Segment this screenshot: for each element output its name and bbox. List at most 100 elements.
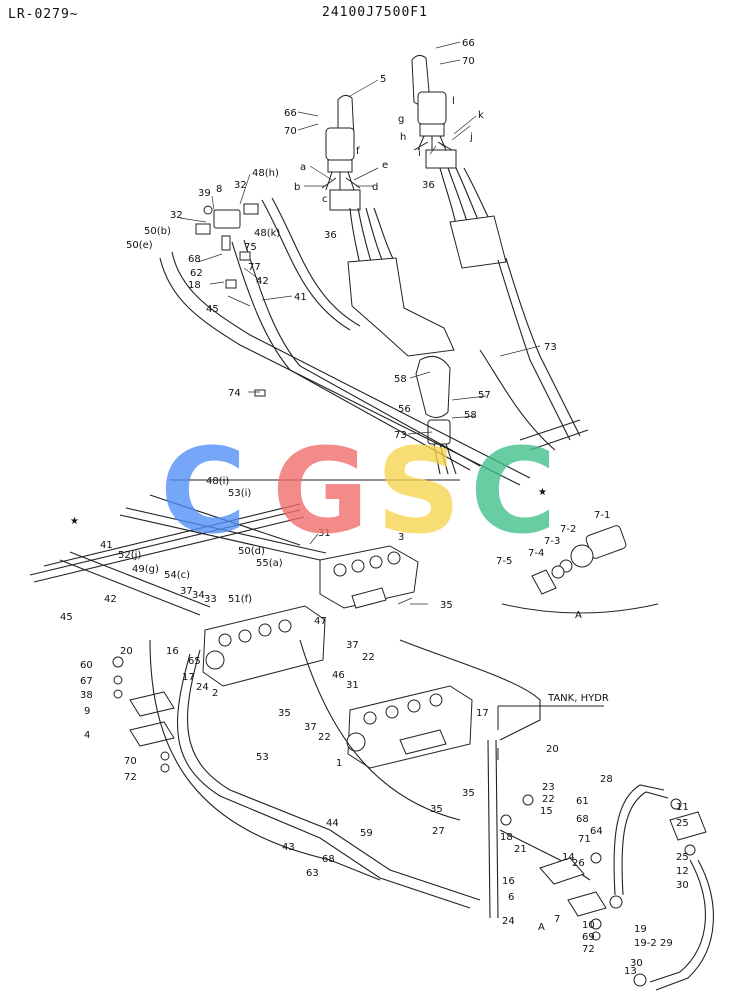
- part-label-48i: 48(i): [206, 476, 229, 487]
- part-label-18a: 18: [188, 280, 201, 291]
- part-label-55a: 55(a): [256, 558, 283, 569]
- part-label-24a: 24: [196, 682, 209, 693]
- part-label-63: 63: [306, 868, 319, 879]
- part-label-13: 13: [624, 966, 637, 977]
- part-label-5: 5: [380, 74, 386, 85]
- part-label-1: 1: [336, 758, 342, 769]
- pilot-blocks: [112, 656, 175, 773]
- control-valve-3: [319, 545, 419, 609]
- part-label-37b: 37: [346, 640, 359, 651]
- pump-assembly: [609, 784, 714, 991]
- part-label-15: 15: [540, 806, 553, 817]
- part-label-35a: 35: [440, 600, 453, 611]
- star-marker-right: ★: [538, 487, 547, 498]
- star-marker-left: ★: [70, 516, 79, 527]
- part-label-30a: 30: [676, 880, 689, 891]
- part-label-42b: 42: [104, 594, 117, 605]
- part-label-19-2: 19-2: [634, 938, 657, 949]
- part-label-61: 61: [576, 796, 589, 807]
- part-label-b: b: [294, 182, 300, 193]
- part-label-29: 29: [660, 938, 673, 949]
- part-label-54c: 54(c): [164, 570, 190, 581]
- part-label-60: 60: [80, 660, 93, 671]
- part-label-22a: 22: [362, 652, 375, 663]
- part-label-22b: 22: [318, 732, 331, 743]
- detail-a-callout: A: [538, 922, 545, 933]
- part-label-27: 27: [432, 826, 445, 837]
- part-label-7-5: 7-5: [496, 556, 512, 567]
- part-label-58b: 58: [464, 410, 477, 421]
- part-label-39: 39: [198, 188, 211, 199]
- part-label-d: d: [372, 182, 378, 193]
- detail-a-exploded: A: [501, 525, 659, 621]
- part-label-68b: 68: [576, 814, 589, 825]
- control-valve-1: [346, 685, 473, 769]
- part-label-64: 64: [590, 826, 603, 837]
- upper-hose-lines: [159, 197, 589, 486]
- part-label-24b: 24: [502, 916, 515, 927]
- part-label-20a: 20: [120, 646, 133, 657]
- part-label-70c: 70: [124, 756, 137, 767]
- part-label-36b: 36: [422, 180, 435, 191]
- part-label-16b: 16: [502, 876, 515, 887]
- part-label-28: 28: [600, 774, 613, 785]
- part-label-12: 12: [676, 866, 689, 877]
- part-label-37c: 37: [304, 722, 317, 733]
- part-label-34: 34: [192, 590, 205, 601]
- part-label-41b: 41: [100, 540, 113, 551]
- part-label-52j: 52(j): [118, 550, 141, 561]
- left-control-lever: [321, 94, 361, 211]
- watermark-letter-c1: C: [160, 422, 247, 560]
- part-label-77: 77: [248, 262, 261, 273]
- detail-a-label: A: [575, 610, 582, 621]
- part-label-7-3: 7-3: [544, 536, 560, 547]
- part-label-17a: 17: [182, 672, 195, 683]
- left-hose-bundle: [347, 207, 455, 357]
- control-valve-2: [202, 605, 326, 687]
- part-label-35c: 35: [430, 804, 443, 815]
- part-label-33: 33: [204, 594, 217, 605]
- part-label-47: 47: [314, 616, 327, 627]
- part-label-50d: 50(d): [238, 546, 265, 557]
- part-label-7-2: 7-2: [560, 524, 576, 535]
- part-label-4: 4: [84, 730, 90, 741]
- watermark-letter-s: S: [376, 422, 461, 560]
- part-label-25a: 25: [676, 818, 689, 829]
- part-label-67: 67: [80, 676, 93, 687]
- model-code: LR-0279~: [8, 7, 79, 22]
- part-label-49g: 49(g): [132, 564, 159, 575]
- part-label-i: i: [418, 148, 421, 159]
- part-label-45b: 45: [60, 612, 73, 623]
- part-label-32a: 32: [170, 210, 183, 221]
- part-label-72b: 72: [582, 944, 595, 955]
- part-label-74: 74: [228, 388, 241, 399]
- right-hose-bundle: [439, 167, 507, 269]
- cgsc-watermark: C G S C: [160, 422, 557, 560]
- part-label-38: 38: [80, 690, 93, 701]
- part-label-7-1: 7-1: [594, 510, 610, 521]
- part-label-8: 8: [216, 184, 222, 195]
- filter-assembly: [500, 794, 607, 941]
- part-label-70a: 70: [462, 56, 475, 67]
- part-label-3: 3: [398, 532, 404, 543]
- part-label-14: 14: [562, 852, 575, 863]
- part-label-75: 75: [244, 242, 257, 253]
- part-label-48k: 48(k): [254, 228, 280, 239]
- tank-callout: TANK, HYDR: [497, 693, 609, 760]
- part-label-7: 7: [554, 914, 560, 925]
- part-label-16a: 16: [166, 646, 179, 657]
- part-label-44: 44: [326, 818, 339, 829]
- part-label-69: 69: [582, 932, 595, 943]
- part-label-23: 23: [542, 782, 555, 793]
- upper-manifold: [195, 203, 266, 397]
- part-label-48h: 48(h): [252, 168, 279, 179]
- part-label-73b: 73: [394, 430, 407, 441]
- part-label-66b: 66: [284, 108, 297, 119]
- part-label-k: k: [478, 110, 484, 121]
- part-label-a: a: [300, 162, 306, 173]
- part-label-73a: 73: [544, 342, 557, 353]
- part-label-50b: 50(b): [144, 226, 171, 237]
- part-label-h: h: [400, 132, 406, 143]
